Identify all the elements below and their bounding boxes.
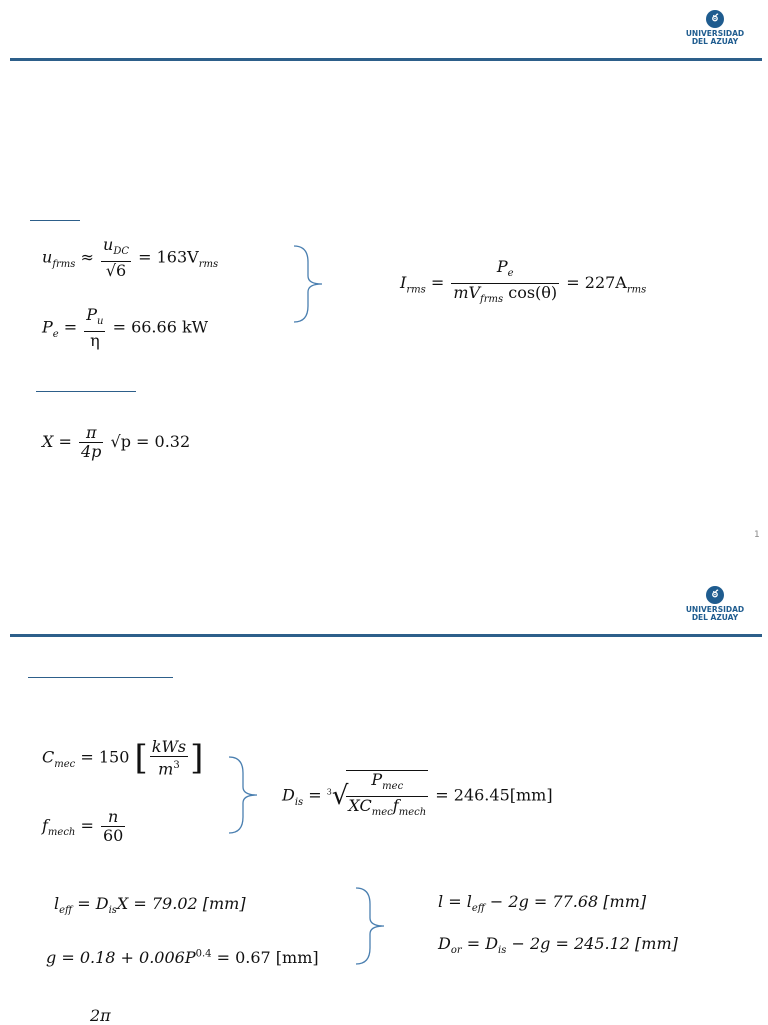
- equation-ufrms: ufrms ≈ uDC√6 = 163Vrms: [42, 235, 219, 281]
- header-rule: [10, 58, 762, 61]
- equation-partial: 2π: [90, 1006, 111, 1025]
- logo-line1: UNIVERSIDAD: [685, 605, 745, 614]
- header-rule: [10, 634, 762, 637]
- heading-underline: [30, 220, 80, 221]
- heading-underline: [28, 677, 173, 678]
- logo-line2: DEL AZUAY: [691, 37, 739, 46]
- logo-line2: DEL AZUAY: [691, 613, 739, 622]
- logo-line1: UNIVERSIDAD: [685, 29, 745, 38]
- university-logo: ఠ UNIVERSIDAD DEL AZUAY: [680, 10, 750, 46]
- university-seal-icon: ఠ: [706, 10, 724, 28]
- right-brace: [355, 887, 385, 965]
- equation-l: l = leff − 2g = 77.68 [mm]: [438, 892, 647, 915]
- page-number: 1: [754, 530, 760, 540]
- heading-underline: [36, 391, 136, 392]
- equation-leff: leff = DisX = 79.02 [mm]: [54, 894, 246, 917]
- university-seal-icon: ఠ: [706, 586, 724, 604]
- right-brace: [293, 245, 323, 323]
- university-logo: ఠ UNIVERSIDAD DEL AZUAY: [680, 586, 750, 622]
- equation-dor: Dor = Dis − 2g = 245.12 [mm]: [438, 934, 678, 957]
- right-brace: [228, 756, 258, 834]
- equation-g: g = 0.18 + 0.006P0.4 = 0.67 [mm]: [46, 948, 319, 967]
